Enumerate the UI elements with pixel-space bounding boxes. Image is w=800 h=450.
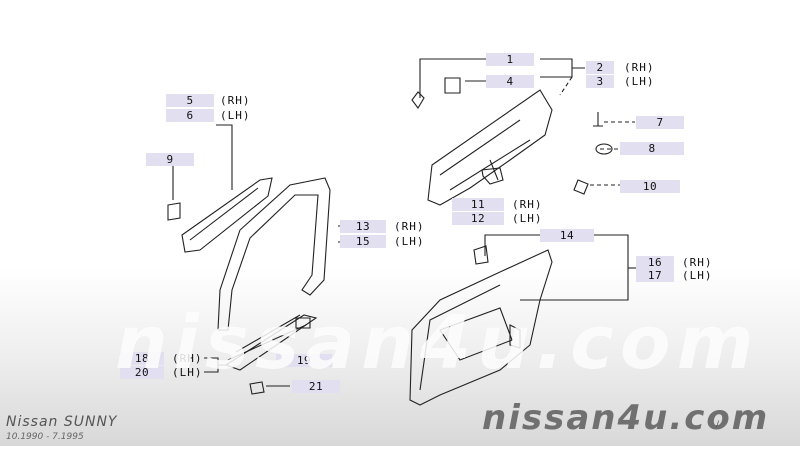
part-label-5: 5 — [166, 94, 214, 107]
part-label-10: 10 — [620, 180, 680, 193]
side-rh-11: (RH) — [512, 198, 543, 211]
cap-8 — [595, 143, 613, 155]
side-lh-6: (LH) — [220, 109, 251, 122]
side-lh-17: (LH) — [682, 269, 713, 282]
clip-9 — [167, 202, 181, 221]
side-lh-3: (LH) — [624, 75, 655, 88]
b-pillar-trim — [427, 89, 553, 206]
part-label-12: 12 — [452, 212, 504, 225]
side-lh-15: (LH) — [394, 235, 425, 248]
part-label-17: 17 — [636, 269, 674, 282]
watermark-large: nissan4u.com — [115, 300, 760, 386]
leader-bracket-2-3 — [540, 58, 585, 78]
part-label-14: 14 — [540, 229, 594, 242]
side-rh-2: (RH) — [624, 61, 655, 74]
part-label-8: 8 — [620, 142, 684, 155]
hook-11 — [481, 167, 504, 185]
leader-18-20 — [204, 357, 228, 373]
part-label-11: 11 — [452, 198, 504, 211]
clip-21 — [249, 381, 290, 395]
part-label-9: 9 — [146, 153, 194, 166]
leader-1 — [419, 58, 486, 98]
clip-10 — [573, 179, 589, 195]
part-label-18: 18 — [120, 352, 164, 365]
part-label-19: 19 — [276, 354, 332, 367]
part-label-15: 15 — [340, 235, 386, 248]
weatherstrip — [217, 177, 331, 331]
side-rh-5: (RH) — [220, 94, 251, 107]
part-label-1: 1 — [486, 53, 534, 66]
clip-left — [411, 91, 425, 109]
side-rh-18: (RH) — [172, 352, 203, 365]
part-label-4: 4 — [486, 75, 534, 88]
corner-mark: / — [716, 420, 720, 430]
a-pillar-trim — [181, 177, 273, 253]
leader-dashed — [559, 76, 635, 186]
side-rh-13: (RH) — [394, 220, 425, 233]
part-label-16: 16 — [636, 256, 674, 269]
leader-14 — [484, 234, 629, 301]
rear-trim — [409, 249, 553, 406]
clip-14 — [473, 245, 489, 265]
production-dates: 10.1990 - 7.1995 — [6, 432, 84, 442]
sill-plate — [224, 314, 318, 371]
bolt-7 — [593, 112, 603, 127]
model-name: Nissan SUNNY — [6, 414, 118, 430]
part-label-20: 20 — [120, 366, 164, 379]
part-label-2: 2 — [586, 61, 614, 74]
part-label-7: 7 — [636, 116, 684, 129]
clip-4 — [444, 77, 461, 94]
side-lh-12: (LH) — [512, 212, 543, 225]
side-rh-16: (RH) — [682, 256, 713, 269]
side-lh-20: (LH) — [172, 366, 203, 379]
clip-19 — [295, 317, 311, 329]
part-label-13: 13 — [340, 220, 386, 233]
watermark-logo: nissan4u.com — [482, 398, 770, 438]
leader-5-6 — [216, 124, 233, 190]
part-label-3: 3 — [586, 75, 614, 88]
part-label-6: 6 — [166, 109, 214, 122]
part-label-21: 21 — [292, 380, 340, 393]
